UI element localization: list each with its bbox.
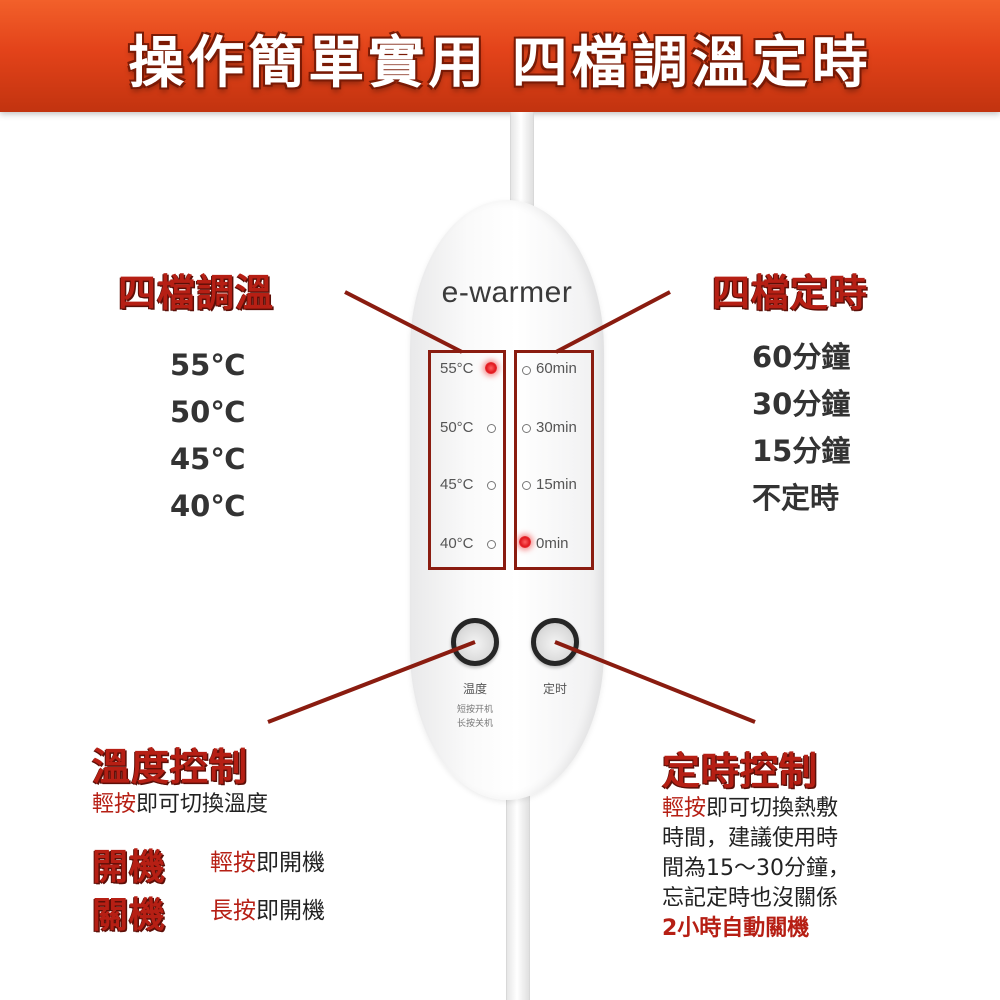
temp-control-heading: 溫度控制 — [92, 745, 249, 789]
desc-line: 忘記定時也沒關係 — [662, 886, 839, 911]
time-level-label: 60min — [536, 360, 577, 377]
temp-indicator-box — [428, 350, 506, 570]
time-control-desc: 輕按即可切換熱敷 時間，建議使用時 間為15～30分鐘， 忘記定時也沒關係 2小… — [662, 794, 992, 944]
temperature-button-hint: 长按关机 — [456, 719, 493, 729]
power-off-heading: 關機 — [92, 895, 167, 936]
indicator-light-off-icon — [522, 366, 531, 375]
list-item: 40℃ — [170, 489, 246, 523]
desc-text: 即開機 — [256, 898, 325, 924]
desc-line: 間為15～30分鐘， — [662, 856, 850, 881]
desc-text: 即可切換溫度 — [136, 792, 269, 817]
time-level-label: 0min — [536, 535, 569, 552]
desc-line: 時間，建議使用時 — [662, 826, 839, 851]
time-level-label: 30min — [536, 419, 577, 436]
time-control-heading: 定時控制 — [662, 749, 819, 793]
list-item: 30分鐘 — [752, 387, 851, 421]
indicator-light-off-icon — [487, 481, 496, 490]
emphasis-text: 輕按 — [662, 796, 707, 821]
indicator-light-on-icon — [519, 536, 531, 548]
brand-logo: e-warmer — [441, 276, 573, 309]
temperature-button[interactable] — [451, 618, 499, 666]
list-item: 45℃ — [170, 442, 246, 476]
top-banner: 操作簡單實用 四檔調溫定時 — [0, 0, 1000, 112]
list-item: 50℃ — [170, 395, 246, 429]
timer-button-label: 定时 — [542, 682, 567, 696]
time-section-heading: 四檔定時 — [712, 271, 869, 315]
temp-control-desc: 輕按即可切換溫度 — [92, 790, 268, 820]
temp-section-heading: 四檔調溫 — [118, 271, 275, 315]
emphasis-text: 輕按 — [92, 792, 137, 817]
emphasis-text: 輕按 — [210, 850, 256, 876]
desc-line: 輕按即可切換熱敷 — [662, 794, 992, 824]
indicator-light-off-icon — [487, 424, 496, 433]
list-item: 15分鐘 — [752, 434, 851, 468]
power-on-heading: 開機 — [92, 847, 167, 888]
temperature-button-label: 温度 — [462, 682, 487, 696]
indicator-light-off-icon — [522, 481, 531, 490]
indicator-light-off-icon — [487, 540, 496, 549]
desc-text: 即可切換熱敷 — [706, 796, 839, 821]
power-off-desc: 長按即開機 — [210, 896, 325, 926]
temp-level-label: 40°C — [440, 535, 474, 552]
list-item: 55℃ — [170, 348, 246, 382]
emphasis-text: 長按 — [210, 898, 256, 924]
power-cord-bottom — [506, 790, 530, 1000]
indicator-light-on-icon — [485, 362, 497, 374]
indicator-light-off-icon — [522, 424, 531, 433]
auto-off-note: 2小時自動關機 — [662, 916, 810, 941]
temp-level-label: 55°C — [440, 360, 474, 377]
banner-title: 操作簡單實用 四檔調溫定時 — [128, 31, 872, 96]
time-level-label: 15min — [536, 476, 577, 493]
timer-button[interactable] — [531, 618, 579, 666]
time-options-list: 60分鐘 30分鐘 15分鐘 不定時 — [752, 334, 850, 522]
desc-text: 即開機 — [256, 850, 325, 876]
list-item: 60分鐘 — [752, 340, 851, 374]
temp-level-label: 50°C — [440, 419, 474, 436]
list-item: 不定時 — [752, 481, 840, 515]
power-on-desc: 輕按即開機 — [210, 848, 325, 878]
temp-options-list: 55℃ 50℃ 45℃ 40℃ — [170, 342, 245, 530]
time-indicator-box — [514, 350, 594, 570]
temp-level-label: 45°C — [440, 476, 474, 493]
temperature-button-hint: 短按开机 — [456, 705, 493, 715]
